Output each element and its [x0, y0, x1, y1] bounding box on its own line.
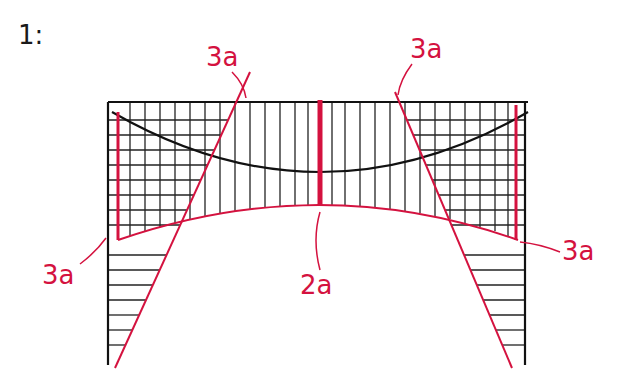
moment-value: 2a: [300, 272, 332, 298]
moment-value: 3a: [206, 44, 238, 70]
moment-lines: [115, 72, 518, 368]
hatching: [108, 103, 525, 345]
moment-value: 3a: [562, 238, 594, 264]
moment-value: 3a: [42, 262, 74, 288]
leader-lines: [80, 64, 560, 270]
figure-number: 1:: [18, 22, 43, 48]
moment-value: 3a: [410, 36, 442, 62]
